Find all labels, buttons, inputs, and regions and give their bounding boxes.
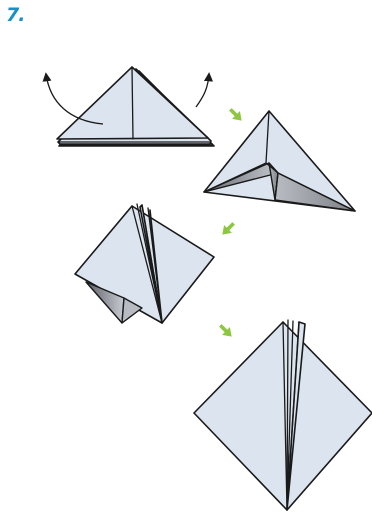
curved-arrow-icon bbox=[196, 74, 209, 107]
green-arrow-icon bbox=[226, 105, 245, 124]
figure-triangle-flat bbox=[57, 67, 214, 146]
green-arrow-icon bbox=[218, 219, 237, 238]
figure-diamond-final bbox=[194, 320, 372, 510]
figure-diamond-tilted bbox=[75, 204, 214, 323]
green-arrow-icon bbox=[216, 321, 235, 340]
figure-pyramid-open bbox=[204, 111, 355, 211]
